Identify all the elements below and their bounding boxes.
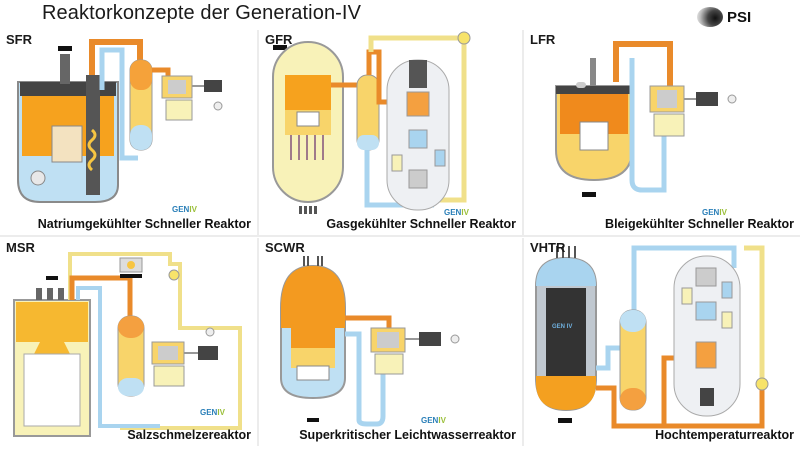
panel-code: MSR [6, 240, 35, 255]
panel-name: Hochtemperaturreaktor [655, 428, 794, 442]
panel-name: Superkritischer Leichtwasserreaktor [299, 428, 516, 442]
panel-lfr: LFR GENIV Bleigekühlter Schneller Reakto… [524, 30, 800, 235]
svg-text:GEN IV: GEN IV [552, 324, 572, 330]
panel-code: GFR [265, 32, 293, 47]
panel-name: Bleigekühlter Schneller Reaktor [605, 217, 794, 231]
psi-logo-text: PSI [727, 8, 752, 26]
gfr-core [296, 111, 320, 127]
page-title: Reaktorkonzepte der Generation-IV [42, 2, 362, 24]
geniv-logo: GENIV [444, 208, 469, 217]
sfr-diagram [17, 39, 223, 203]
separator [257, 30, 259, 235]
msr-core [23, 353, 81, 427]
vhtr-core [546, 288, 586, 376]
geniv-logo: GENIV [172, 205, 197, 214]
separator [257, 238, 259, 446]
psi-logo: PSI [697, 7, 751, 27]
psi-logo-icon [697, 7, 723, 27]
panel-code: LFR [530, 32, 556, 47]
separator [0, 235, 800, 237]
scwr-hot-region [281, 266, 345, 368]
sfr-control-rods [60, 54, 70, 84]
panel-name: Salzschmelzereaktor [127, 428, 251, 442]
panel-code: SFR [6, 32, 32, 47]
scwr-core [296, 365, 330, 381]
panel-name: Natriumgekühlter Schneller Reaktor [37, 217, 251, 231]
scwr-generator [419, 332, 441, 346]
sfr-label-tag [58, 46, 72, 51]
panel-vhtr: GEN IV VHTR Hochtemperaturreaktor [524, 238, 800, 446]
panel-msr: MSR GENIV Salzschmelzereaktor [0, 238, 257, 446]
geniv-logo: GENIV [421, 416, 446, 425]
lfr-core [579, 121, 609, 151]
geniv-logo: GENIV [200, 408, 225, 417]
separator [522, 238, 524, 446]
panel-scwr: SCWR GENIV Superkritischer Leichtwasserr… [259, 238, 522, 446]
sfr-pump [30, 170, 46, 186]
vhtr-diagram: GEN IV [535, 245, 769, 429]
msr-diagram [13, 252, 242, 437]
sfr-ihx [86, 75, 100, 195]
sfr-generator [204, 80, 222, 92]
sfr-condenser [165, 99, 193, 121]
gfr-diagram [272, 31, 471, 214]
msr-condenser [153, 365, 185, 387]
separator [522, 30, 524, 235]
sfr-cold-pipe [99, 47, 138, 161]
panel-code: VHTR [530, 240, 566, 255]
lfr-diagram [555, 41, 737, 197]
sfr-hot-pipe [89, 39, 143, 75]
panel-code: SCWR [265, 240, 305, 255]
lfr-condenser [653, 113, 685, 137]
scwr-condenser [374, 353, 404, 375]
msr-generator [198, 346, 218, 360]
panel-sfr: SFR GENIV Natriumgekühlter Schneller Rea… [0, 30, 257, 235]
panel-name: Gasgekühlter Schneller Reaktor [326, 217, 516, 231]
sfr-core [51, 125, 83, 163]
lfr-generator [696, 92, 718, 106]
geniv-logo: GENIV [702, 208, 727, 217]
panel-gfr: GFR GENIV Gasgekühlter Schneller Reaktor [259, 30, 522, 235]
scwr-diagram [280, 256, 460, 427]
msr-hot-region [16, 302, 88, 342]
